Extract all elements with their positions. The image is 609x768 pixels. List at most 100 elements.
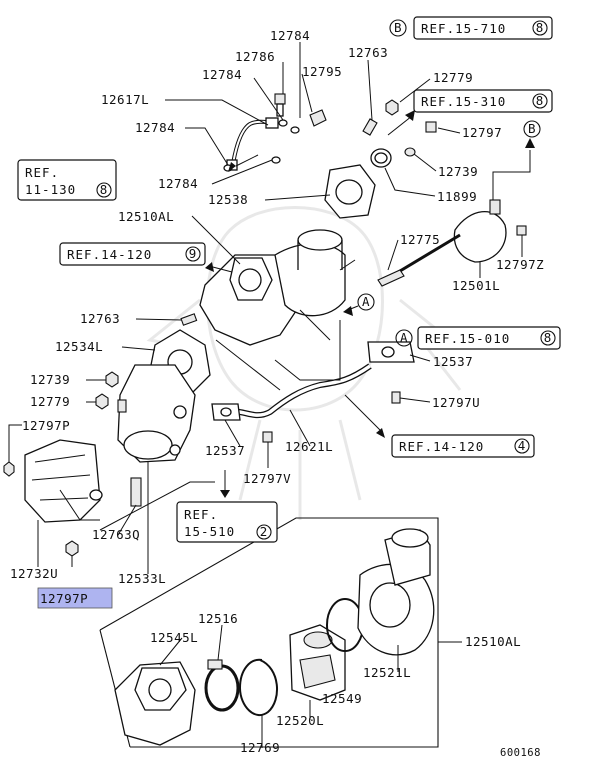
part-label-12784-top[interactable]: 12784	[270, 28, 310, 43]
inset-frame	[99, 517, 439, 748]
compressor-housing-bore	[369, 582, 411, 628]
part-label-12537-right[interactable]: 12537	[433, 354, 473, 369]
part-label-12534l[interactable]: 12534L	[55, 339, 103, 354]
part-label-12784-second[interactable]: 12784	[202, 67, 242, 82]
part-label-12520l[interactable]: 12520L	[276, 713, 324, 728]
part-label-12784-fourth[interactable]: 12784	[158, 176, 198, 191]
ref-15-710-text: REF.15-710	[421, 21, 506, 36]
part-label-12732u[interactable]: 12732U	[10, 566, 58, 581]
part-label-12533l[interactable]: 12533L	[118, 571, 166, 586]
callout-b-right-text: B	[528, 121, 536, 136]
heat-shield-12732u	[24, 439, 101, 523]
ref-14-120-lower[interactable]: REF.14-120 4	[391, 434, 535, 458]
part-label-12795[interactable]: 12795	[302, 64, 342, 79]
v-band-clamp	[204, 664, 240, 712]
callout-b-right: B	[523, 120, 541, 138]
bolt-12797u	[391, 391, 401, 404]
callout-a-upper-text: A	[362, 294, 370, 309]
highlight-12797p	[37, 587, 113, 609]
stud-upper	[362, 118, 378, 136]
diagram-id: 600168	[500, 747, 541, 759]
washer-c	[271, 156, 281, 164]
stud-elbow	[117, 399, 127, 413]
part-label-12763-lower[interactable]: 12763	[80, 311, 120, 326]
bolt-12797	[425, 121, 437, 133]
ref-15-310-text: REF.15-310	[421, 94, 506, 109]
bolt-12797v	[262, 431, 273, 443]
part-labels[interactable]: 12784 12786 12784 12795 12763 12779 1261…	[10, 28, 544, 755]
compressor-inlet	[297, 229, 343, 251]
part-label-12786[interactable]: 12786	[235, 49, 275, 64]
ref-14-120-lower-text: REF.14-120	[399, 439, 484, 454]
part-label-12797u[interactable]: 12797U	[432, 395, 480, 410]
ref-15-510[interactable]: REF. 15-510 2	[176, 501, 278, 543]
bolt-12797z	[516, 225, 527, 236]
ref-15-510-line1: REF.	[184, 507, 218, 522]
part-label-12797[interactable]: 12797	[462, 125, 502, 140]
wastegate-actuator	[453, 210, 507, 263]
stud-12763q	[130, 477, 142, 507]
banjo-bolt-shank	[276, 103, 284, 117]
ref-15-010-text: REF.15-010	[425, 331, 510, 346]
washer-b	[290, 126, 300, 134]
compressor-housing	[274, 243, 346, 317]
heat-shield-hole	[89, 489, 103, 501]
part-label-12538[interactable]: 12538	[208, 192, 248, 207]
ref-15-010[interactable]: REF.15-010 8	[417, 326, 561, 350]
callout-b-top: B	[389, 19, 407, 37]
ref-11-130-line1: REF.	[25, 165, 59, 180]
part-label-12797p-upper[interactable]: 12797P	[22, 418, 70, 433]
elbow-boss	[173, 405, 187, 419]
ref-14-120-upper-num: 9	[189, 246, 198, 261]
part-label-12617l[interactable]: 12617L	[101, 92, 149, 107]
union-fitting	[309, 109, 327, 127]
part-label-12549[interactable]: 12549	[322, 691, 362, 706]
part-label-12779-upper[interactable]: 12779	[433, 70, 473, 85]
gasket-12537-left-hole	[220, 407, 232, 417]
ref-15-510-line2: 15-510	[184, 524, 235, 539]
part-label-12621l[interactable]: 12621L	[285, 439, 333, 454]
part-label-12784-third[interactable]: 12784	[135, 120, 175, 135]
part-label-12797z[interactable]: 12797Z	[496, 257, 544, 272]
part-label-12739-upper[interactable]: 12739	[438, 164, 478, 179]
part-label-12797p-highlighted[interactable]: 12797P	[40, 591, 88, 606]
part-label-12510al-lower[interactable]: 12510AL	[465, 634, 521, 649]
stud-lower	[180, 313, 198, 326]
part-label-12545l[interactable]: 12545L	[150, 630, 198, 645]
part-label-12510al-upper[interactable]: 12510AL	[118, 209, 174, 224]
part-label-12537-left[interactable]: 12537	[205, 443, 245, 458]
part-label-12769[interactable]: 12769	[240, 740, 280, 755]
ref-15-310-num: 8	[536, 93, 545, 108]
bolt-12797p-top	[3, 461, 15, 477]
part-label-12779-lower[interactable]: 12779	[30, 394, 70, 409]
ref-11-130[interactable]: REF. 11-130 8	[17, 159, 117, 201]
oil-pipe-shape	[230, 119, 276, 171]
part-label-12521l[interactable]: 12521L	[363, 665, 411, 680]
part-label-11899[interactable]: 11899	[437, 189, 477, 204]
cartridge-top	[303, 631, 333, 649]
gasket-12537-right-hole	[381, 346, 395, 358]
nut-upper	[385, 99, 399, 116]
ref-15-710[interactable]: REF.15-710 8	[413, 16, 553, 40]
part-label-12797v[interactable]: 12797V	[243, 471, 291, 486]
part-label-12775[interactable]: 12775	[400, 232, 440, 247]
part-label-12501l[interactable]: 12501L	[452, 278, 500, 293]
compressor-outlet-mouth	[391, 528, 429, 548]
seal-ring-inner	[374, 152, 388, 164]
part-label-12739-lower[interactable]: 12739	[30, 372, 70, 387]
clamp-nut	[207, 659, 223, 670]
heat-shield-ribs	[31, 454, 91, 501]
pipe-fitting-upper	[265, 117, 279, 129]
compressor-inlet-sides	[297, 240, 343, 270]
ref-14-120-upper[interactable]: REF.14-120 9	[59, 242, 206, 266]
bolt-12797p-bottom	[65, 540, 79, 557]
nut-12779	[95, 393, 109, 410]
part-label-12763-upper[interactable]: 12763	[348, 45, 388, 60]
part-label-12763q[interactable]: 12763Q	[92, 527, 140, 542]
part-label-12516[interactable]: 12516	[198, 611, 238, 626]
turbine-housing-port	[148, 678, 172, 702]
reference-arrows	[205, 110, 535, 498]
callout-a-lower: A	[395, 329, 413, 347]
ref-15-310[interactable]: REF.15-310 8	[413, 89, 553, 113]
